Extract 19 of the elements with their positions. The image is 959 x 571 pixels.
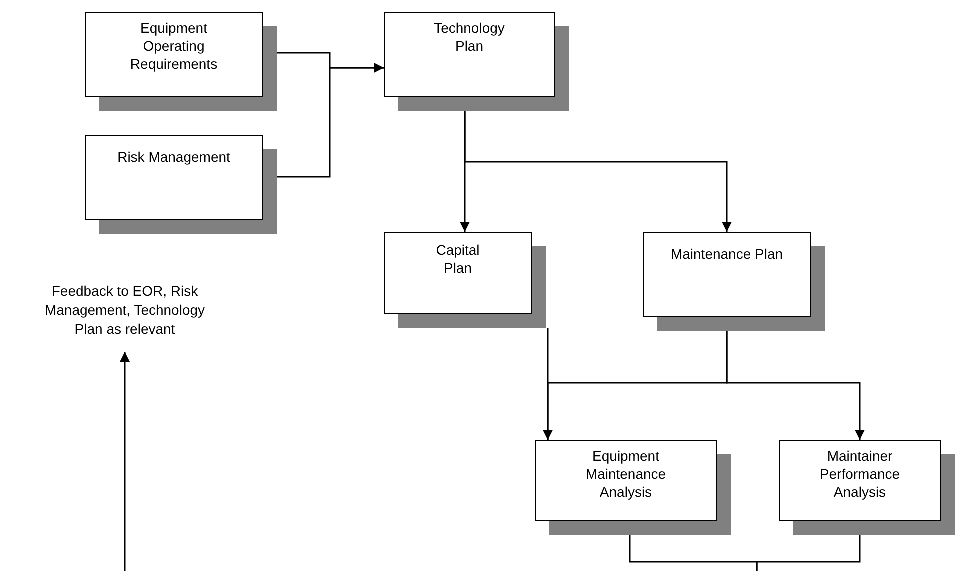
box-label: Technology Plan (433, 19, 506, 55)
process-box (535, 440, 731, 535)
process-box (384, 12, 569, 111)
connector-arrow (120, 352, 130, 571)
note-text: Feedback to EOR, Risk Management, Technology Plan as relevant (44, 282, 206, 339)
connector-arrow (726, 331, 865, 440)
box-label: Capital Plan (435, 241, 481, 277)
box-label: Maintenance Plan (670, 245, 784, 263)
connector-arrow (277, 63, 384, 178)
connector-arrow (464, 111, 732, 232)
box-label: Risk Management (118, 148, 230, 166)
process-box (85, 135, 277, 234)
box-label: Maintainer Performance Analysis (818, 447, 902, 501)
process-box (643, 232, 825, 331)
process-box (85, 12, 277, 111)
box-label: Equipment Maintenance Analysis (584, 447, 668, 501)
process-box (384, 232, 546, 328)
process-box (779, 440, 955, 535)
box-label: Equipment Operating Requirements (129, 19, 219, 73)
